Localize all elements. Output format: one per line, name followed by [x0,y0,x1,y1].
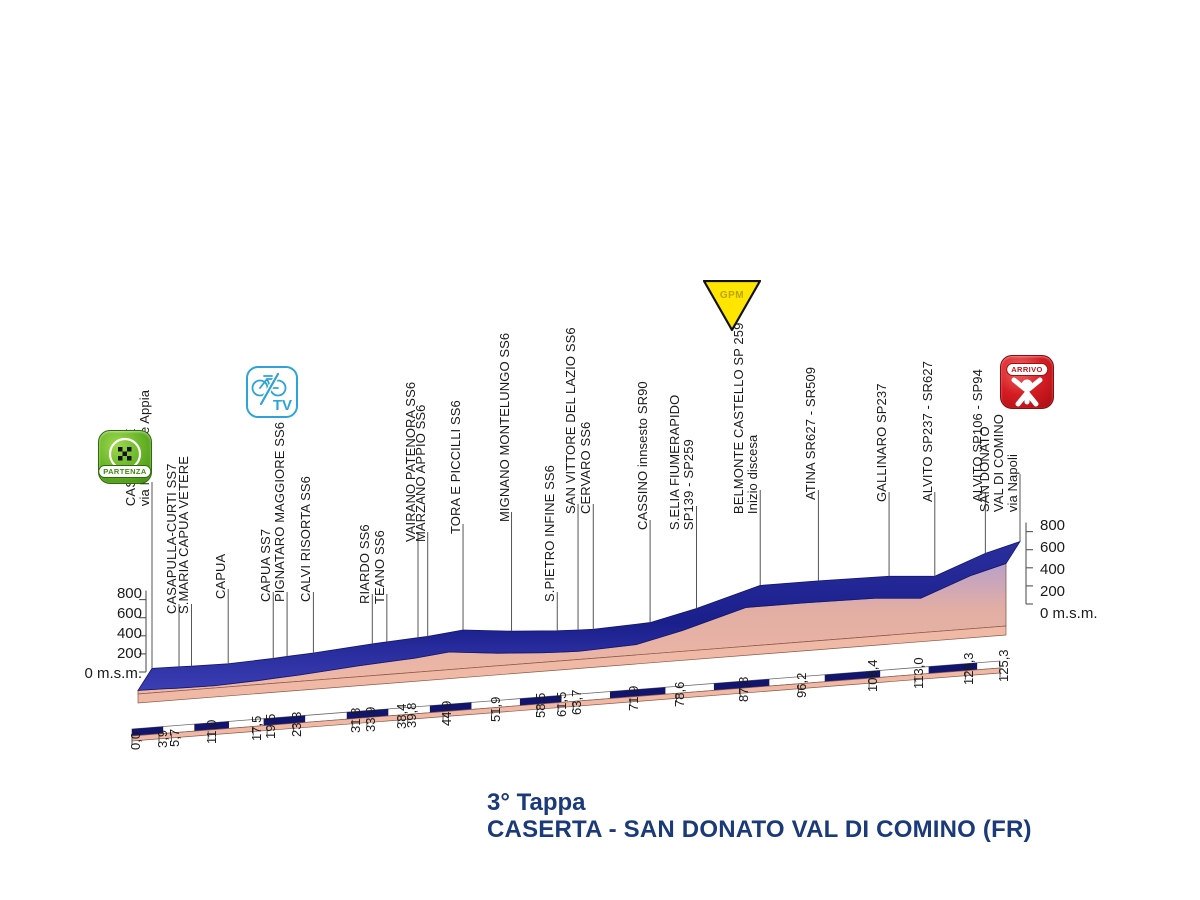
y-axis-left-800: 800 [116,585,142,602]
km-tick-label: 31,8 [348,707,364,733]
poi-detail: Inizio discesa [745,434,761,515]
poi-label: MIGNANO MONTELUNGO SS6 [496,332,512,523]
gpm-label: GPM [719,290,745,301]
km-tick-label: 23,3 [289,712,305,738]
poi-name: S.MARIA CAPUA VETERE [176,455,192,615]
poi-detail2: via Napoli [1004,454,1020,513]
poi-label: ALVITO SP237 - SR627 [919,361,935,503]
poi-name: RIARDO SS6 [357,524,373,605]
poi-name: MARZANO APPIO SS6 [412,404,428,543]
km-tick-label: 19,5 [263,714,279,740]
km-tick-label: 51,9 [487,696,503,722]
partenza-label: PARTENZA [98,465,152,478]
y-axis-right-0: 0 m.s.m. [1040,605,1098,622]
y-axis-right-200: 200 [1040,583,1066,600]
km-tick-label: 106,4 [865,659,881,693]
poi-label: TORA E PICCILLI SS6 [448,400,463,535]
km-tick-label: 87,8 [736,677,752,703]
stage-route: CASERTA - SAN DONATO VAL DI COMINO (FR) [487,815,1032,843]
poi-name: CAPUA [213,553,229,600]
stage-title: 3° Tappa CASERTA - SAN DONATO VAL DI COM… [487,789,1032,844]
km-tick-label: 125,3 [996,649,1011,682]
y-axis-right-400: 400 [1040,561,1066,578]
poi-label: SAN VITTORE DEL LAZIO SS6 [563,327,578,515]
poi-label: RIARDO SS6 [357,524,373,605]
poi-name: SAN VITTORE DEL LAZIO SS6 [563,327,578,515]
poi-label: ATINA SR627 - SR509 [803,366,819,501]
km-tick-label: 58,5 [533,692,549,719]
km-tick-label: 120,3 [961,652,977,685]
poi-name: TEANO SS6 [371,530,387,605]
poi-name: GALLINARO SP237 [874,383,890,503]
poi-name: S.PIETRO INFINE SS6 [542,465,558,603]
poi-name: ALVITO SP237 - SR627 [919,361,935,503]
y-axis-left-0: 0 m.s.m. [84,665,142,682]
km-tick-label: 0,0 [128,731,143,750]
bike-tv-icon: TV [246,366,298,418]
poi-detail: SP139 - SP259 [681,439,697,531]
km-tick-label: 78,6 [672,682,688,708]
km-tick-label: 61,5 [554,691,570,717]
km-tick-label: 71,9 [626,685,642,711]
km-tick-label: 17,5 [249,715,265,741]
km-tick-label: 5,7 [167,728,183,747]
km-tick-label: 39,8 [403,703,419,729]
km-tick-label: 33,9 [362,706,378,732]
y-axis-right-600: 600 [1040,539,1066,556]
arrivo-icon: ARRIVO [1000,355,1054,409]
km-tick-label: 44,9 [439,700,455,726]
km-tick-label: 96,2 [794,672,810,698]
poi-name: BELMONTE CASTELLO SP 259 [731,322,747,515]
poi-name: CERVARO SS6 [578,421,594,515]
poi-label: PIGNATARO MAGGIORE SS6 [272,421,288,603]
poi-label: S.PIETRO INFINE SS6 [542,465,558,603]
poi-name: CAPUA SS7 [258,528,274,603]
km-tick-label: 11,0 [204,719,220,745]
stage-number: 3° Tappa [487,789,586,816]
poi-name: MIGNANO MONTELUNGO SS6 [496,332,512,523]
y-axis-left-200: 200 [116,645,142,662]
poi-label: S.MARIA CAPUA VETERE [176,455,192,615]
gpm-icon: GPM [702,279,762,337]
y-axis-right-800: 800 [1040,517,1066,534]
poi-label: MARZANO APPIO SS6 [412,404,428,543]
poi-name: TORA E PICCILLI SS6 [448,400,463,535]
poi-label: GALLINARO SP237 [874,383,890,503]
tv-label: TV [272,397,292,414]
y-axis-left-400: 400 [116,625,142,642]
km-tick-label: 113,0 [910,657,926,689]
poi-detail: VAL DI COMINO [990,414,1006,513]
poi-label: CALVI RISORTA SS6 [298,476,314,603]
poi-name: CALVI RISORTA SS6 [298,476,314,603]
partenza-icon: PARTENZA [98,430,152,484]
poi-label: CERVARO SS6 [578,421,594,515]
poi-label: TEANO SS6 [371,530,387,605]
poi-name: ATINA SR627 - SR509 [803,366,819,501]
poi-name: CASSINO innsesto SR90 [635,381,651,531]
y-axis-left-600: 600 [116,605,142,622]
poi-label: CAPUA [213,553,229,600]
poi-label: CASSINO innsesto SR90 [635,381,651,531]
poi-name: SAN DONATO [976,426,992,513]
km-tick-label: 63,7 [569,690,585,716]
arrivo-label: ARRIVO [1006,363,1048,376]
poi-name: PIGNATARO MAGGIORE SS6 [272,421,288,603]
